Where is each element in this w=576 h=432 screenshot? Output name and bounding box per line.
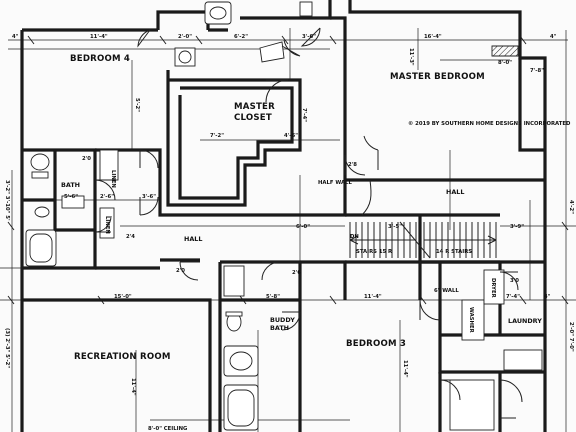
- label-bedroom3: BEDROOM 3: [346, 339, 406, 349]
- dim-door-hall: 2'4: [126, 234, 135, 240]
- room-labels: BEDROOM 4 MASTER BEDROOM MASTER CLOSET B…: [61, 54, 571, 432]
- label-master-bedroom: MASTER BEDROOM: [390, 72, 485, 82]
- stairs: [349, 179, 497, 259]
- fixtures: [25, 1, 543, 431]
- label-6in-wall: 6" WALL: [434, 288, 459, 294]
- sink-left: [34, 206, 50, 218]
- dim-bedroom4-width: 11'-4": [90, 34, 108, 40]
- dim-closet-depth: 7'-4": [301, 108, 307, 122]
- label-half-wall: HALF WALL: [318, 180, 352, 186]
- dim-mb-side-a: 8'-0": [498, 60, 512, 66]
- mb-hatch: [491, 45, 519, 57]
- dim-right-vertical-2: 2'-0" 7'-0": [568, 322, 574, 352]
- dim-closet-w: 7'-2": [210, 133, 224, 139]
- dim-top-a: 2'-0": [178, 34, 192, 40]
- dim-bath-a: 5'-6": [64, 194, 78, 200]
- dim-mb-side-b: 7'-8": [530, 68, 544, 74]
- dim-laundry-b: 4": [544, 294, 551, 300]
- dim-stair-b: 3'-9": [510, 224, 524, 230]
- dim-bedroom3-width: 11'-4": [364, 294, 382, 300]
- label-recreation-room: RECREATION ROOM: [74, 352, 171, 362]
- label-copyright: © 2019 BY SOUTHERN HOME DESIGNS INCORPOR…: [408, 121, 571, 127]
- dim-door-master: 2'8: [348, 162, 357, 168]
- master-toilet: [178, 50, 192, 64]
- dim-rec-width: 15'-0": [114, 294, 132, 300]
- washer-box: [461, 299, 485, 341]
- dim-master-width: 16'-4": [424, 34, 442, 40]
- label-master-closet-1: MASTER: [234, 102, 275, 112]
- dim-laundry-a: 7'-4": [506, 294, 520, 300]
- label-master-closet-2: CLOSET: [234, 113, 272, 123]
- dim-door-laundry: 3'0: [510, 278, 519, 284]
- buddy-vanity: [223, 265, 245, 297]
- label-buddy-bath-2: BATH: [270, 324, 289, 332]
- dim-door-buddy: 2'6: [292, 270, 301, 276]
- linen-closet-lower: [99, 207, 115, 239]
- dim-mb-depth: 11'-3": [408, 48, 414, 66]
- dim-closet-w2: 4'-6": [284, 133, 298, 139]
- label-stairs-right: 14 R STAIRS: [436, 249, 472, 255]
- dim-right-vertical: 4'-2": [568, 200, 574, 214]
- label-stairs-dn: DN: [350, 234, 359, 240]
- dryer-box: [483, 269, 505, 305]
- dim-buddy-w: 5'-8": [266, 294, 280, 300]
- dim-left-vertical-2: (3) 2'-3" 5'-2": [4, 328, 10, 368]
- dim-top-b: 6'-2": [234, 34, 248, 40]
- label-dryer: DRYER: [490, 278, 496, 298]
- dim-top-right: 4": [550, 34, 557, 40]
- label-laundry: LAUNDRY: [508, 317, 542, 325]
- label-ceiling-note: 8'-0" CEILING: [148, 426, 187, 432]
- dim-bedroom3-depth: 11'-4": [402, 360, 408, 378]
- dim-bath-c: 3'-6": [142, 194, 156, 200]
- label-stairs-left: STAIRS 15 R: [356, 249, 392, 255]
- label-linen-lower: LINEN: [104, 216, 110, 234]
- dim-bath-b: 2'-6": [100, 194, 114, 200]
- label-buddy-bath-1: BUDDY: [270, 316, 295, 324]
- dimension-labels: 4" 11'-4" 2'-0" 6'-2" 3'-6" 16'-4" 4" 11…: [4, 34, 574, 396]
- dim-door-bath: 2'0: [82, 156, 91, 162]
- label-bath: BATH: [61, 181, 80, 189]
- dim-stair-a: 3'-5": [388, 224, 402, 230]
- dim-top-c: 3'-6": [302, 34, 316, 40]
- label-washer: WASHER: [468, 307, 474, 333]
- doors: [94, 27, 523, 419]
- label-hall-right: HALL: [446, 188, 464, 196]
- label-linen-upper: LINEN: [110, 170, 116, 188]
- dim-door-rec: 2'0: [176, 268, 185, 274]
- toilet-left: [30, 153, 50, 171]
- dim-rec-depth: 11'-4": [130, 378, 136, 396]
- dim-bed4-depth: 5'-2": [134, 98, 140, 112]
- dim-hall: 6'-0": [296, 224, 310, 230]
- label-hall-left: HALL: [184, 235, 202, 243]
- label-bedroom4: BEDROOM 4: [70, 54, 130, 64]
- dim-left-vertical: 3'-2" 3'-10" 5': [4, 180, 10, 221]
- dim-top-left: 4": [12, 34, 19, 40]
